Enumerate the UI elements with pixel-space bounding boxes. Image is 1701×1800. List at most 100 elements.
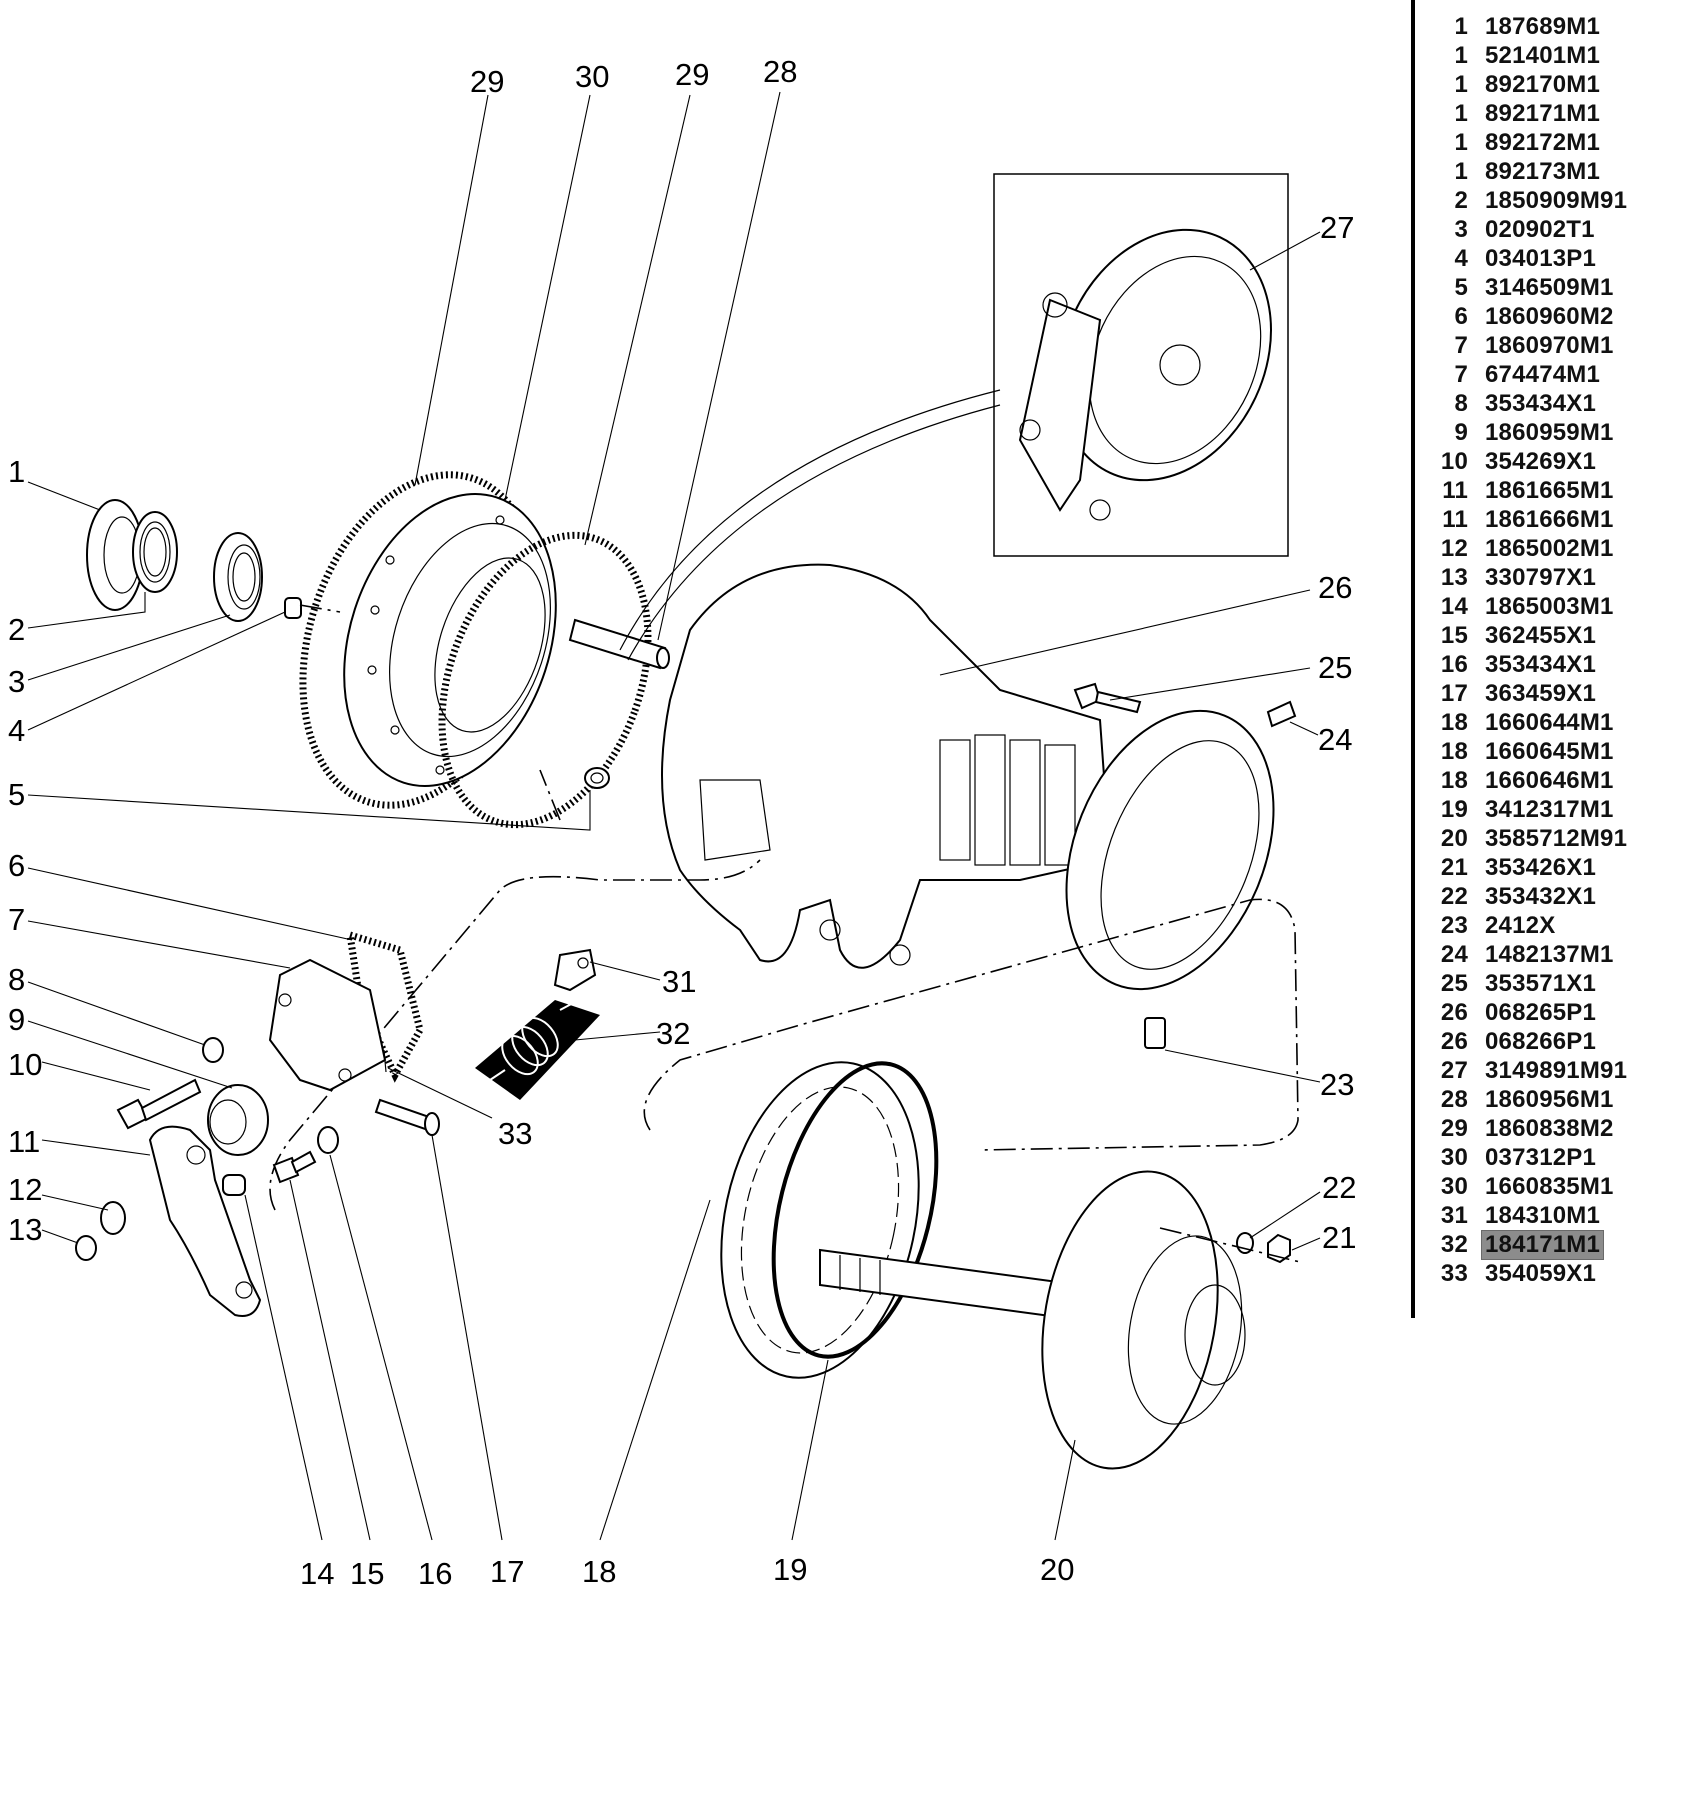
callout-31[interactable]: 31 [662, 964, 696, 999]
part-axle-end-flange[interactable] [1028, 680, 1313, 1020]
callout-29-inner[interactable]: 29 [675, 57, 709, 92]
part-number[interactable]: 184171M1 [1480, 1229, 1605, 1260]
part-number[interactable]: 892171M1 [1485, 99, 1601, 127]
part-28-pin[interactable] [568, 618, 670, 670]
part-20-axle-hub[interactable] [819, 1158, 1256, 1483]
part-number[interactable]: 020902T1 [1485, 215, 1595, 243]
part-number[interactable]: 354269X1 [1485, 447, 1597, 475]
part-14-pin[interactable] [222, 1174, 246, 1196]
callout-4[interactable]: 4 [8, 713, 25, 748]
part-number[interactable]: 2412X [1485, 911, 1556, 939]
part-16-washer[interactable] [317, 1126, 339, 1154]
part-number[interactable]: 1860956M1 [1485, 1085, 1614, 1113]
part-number[interactable]: 1861665M1 [1485, 476, 1614, 504]
part-number[interactable]: 330797X1 [1485, 563, 1597, 591]
part-17-pin[interactable] [374, 1098, 440, 1136]
callout-25[interactable]: 25 [1318, 650, 1352, 685]
part-29-gasket-inner[interactable] [404, 507, 685, 854]
part-4-fitting[interactable] [284, 597, 341, 619]
part-number[interactable]: 068265P1 [1485, 998, 1597, 1026]
part-number[interactable]: 037312P1 [1485, 1143, 1597, 1171]
callout-23[interactable]: 23 [1320, 1067, 1354, 1102]
callout-16[interactable]: 16 [418, 1556, 452, 1591]
part-number[interactable]: 1660835M1 [1485, 1172, 1614, 1200]
part-number[interactable]: 363459X1 [1485, 679, 1597, 707]
part-number[interactable]: 187689M1 [1485, 12, 1601, 40]
callout-8[interactable]: 8 [8, 962, 25, 997]
part-number[interactable]: 892170M1 [1485, 70, 1601, 98]
part-13-nut[interactable] [75, 1235, 97, 1261]
part-number[interactable]: 1660646M1 [1485, 766, 1614, 794]
part-7-caliper[interactable] [268, 958, 387, 1092]
part-1-seal-flange[interactable] [86, 499, 178, 611]
part-number[interactable]: 353434X1 [1485, 389, 1597, 417]
part-number[interactable]: 3412317M1 [1485, 795, 1614, 823]
part-19-o-ring[interactable] [746, 1046, 964, 1373]
part-number[interactable]: 354059X1 [1485, 1259, 1597, 1287]
part-number[interactable]: 1850909M91 [1485, 186, 1628, 214]
part-5-bleeder[interactable] [584, 767, 610, 789]
part-number[interactable]: 1660644M1 [1485, 708, 1614, 736]
part-12-spacer[interactable] [100, 1201, 126, 1235]
part-number[interactable]: 1861666M1 [1485, 505, 1614, 533]
callout-29-outer[interactable]: 29 [470, 64, 504, 99]
part-8-washer[interactable] [202, 1037, 224, 1063]
part-32-spring-highlighted[interactable] [475, 1000, 600, 1100]
callout-5[interactable]: 5 [8, 777, 25, 812]
part-number[interactable]: 353434X1 [1485, 650, 1597, 678]
part-24-fitting[interactable] [1266, 700, 1297, 728]
part-25-bolt[interactable] [1073, 682, 1142, 714]
callout-28[interactable]: 28 [763, 54, 797, 89]
part-18-friction-disc[interactable] [694, 1044, 946, 1397]
part-15-bolt[interactable] [272, 1150, 317, 1184]
part-number[interactable]: 353426X1 [1485, 853, 1597, 881]
callout-14[interactable]: 14 [300, 1556, 334, 1591]
part-number[interactable]: 353571X1 [1485, 969, 1597, 997]
callout-1[interactable]: 1 [8, 454, 25, 489]
part-number[interactable]: 068266P1 [1485, 1027, 1597, 1055]
part-number[interactable]: 1860838M2 [1485, 1114, 1614, 1142]
part-6-pad[interactable] [345, 930, 424, 1083]
callout-20[interactable]: 20 [1040, 1552, 1074, 1587]
callout-33[interactable]: 33 [498, 1116, 532, 1151]
callout-17[interactable]: 17 [490, 1554, 524, 1589]
part-number[interactable]: 1865002M1 [1485, 534, 1614, 562]
part-number[interactable]: 521401M1 [1485, 41, 1601, 69]
part-number[interactable]: 1482137M1 [1485, 940, 1614, 968]
callout-22[interactable]: 22 [1322, 1170, 1356, 1205]
callout-32[interactable]: 32 [656, 1016, 690, 1051]
callout-12[interactable]: 12 [8, 1172, 42, 1207]
callout-18[interactable]: 18 [582, 1554, 616, 1589]
part-number[interactable]: 3149891M91 [1485, 1056, 1628, 1084]
part-number[interactable]: 034013P1 [1485, 244, 1597, 272]
callout-21[interactable]: 21 [1322, 1220, 1356, 1255]
callout-6[interactable]: 6 [8, 848, 25, 883]
callout-11[interactable]: 11 [8, 1124, 40, 1159]
callout-26[interactable]: 26 [1318, 570, 1352, 605]
part-31-bracket[interactable] [553, 948, 597, 992]
part-10-bolt[interactable] [116, 1078, 202, 1130]
part-number[interactable]: 892173M1 [1485, 157, 1601, 185]
